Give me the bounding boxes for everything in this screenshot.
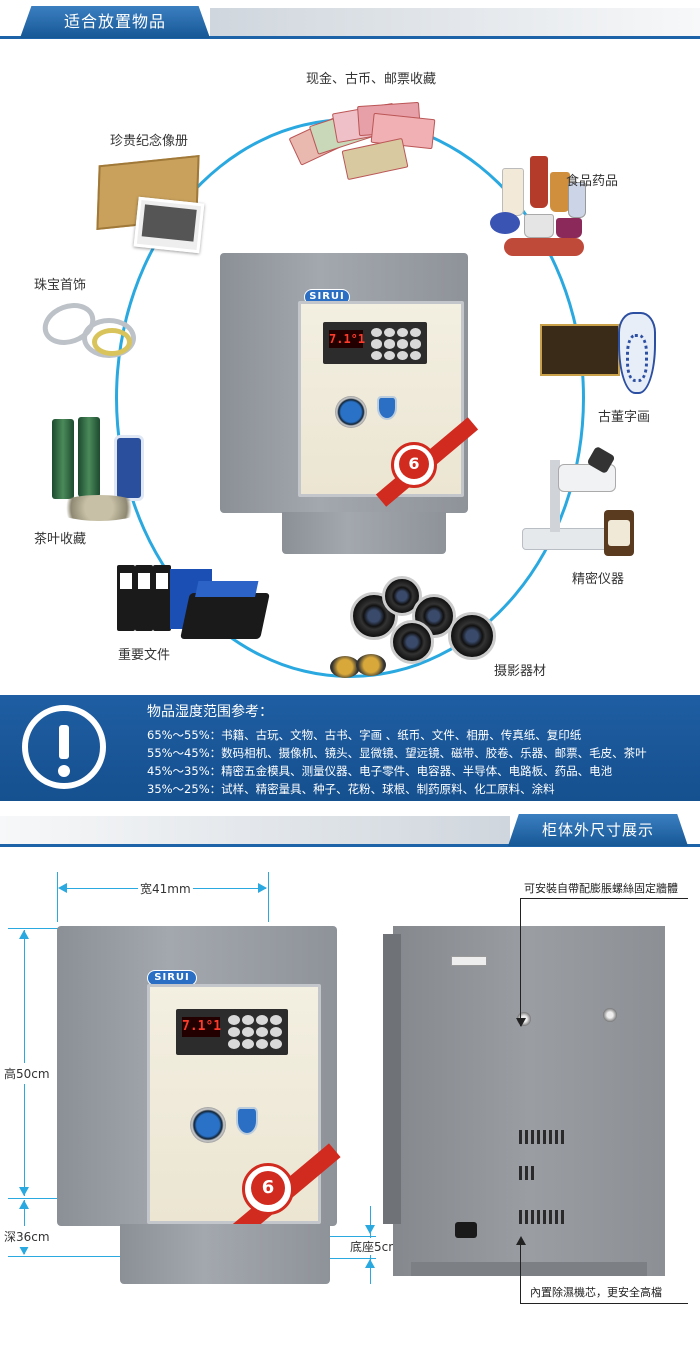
lcd-display: 7.1°1 xyxy=(329,330,366,348)
mount-bolt-icon xyxy=(603,1008,617,1022)
arrow-up-icon xyxy=(19,1200,29,1209)
depth-label: 深36cm xyxy=(4,1226,50,1247)
arrow-down-icon xyxy=(19,1187,29,1196)
header-gradient-bar xyxy=(210,8,700,36)
arrow-up-icon xyxy=(516,1236,526,1245)
base-guide-top xyxy=(330,1236,376,1237)
safe-side xyxy=(383,934,401,1224)
safe-front-center: SIRUI 7.1°1 6 xyxy=(220,253,479,513)
warning-exclamation-icon xyxy=(22,705,106,789)
camera-lens-icon xyxy=(330,572,505,682)
humidity-row: 35%～25%：试样、精密量具、种子、花粉、球根、制药原料、化工原料、涂料 xyxy=(147,782,555,796)
note-leader-vertical xyxy=(520,898,521,1026)
vent-icon xyxy=(519,1166,534,1180)
item-label-album: 珍贵纪念像册 xyxy=(110,134,189,149)
safe-front-dimension: SIRUI 7.1°1 6 xyxy=(57,926,341,1241)
shield-icon xyxy=(236,1107,258,1135)
dial-knob-icon[interactable] xyxy=(190,1107,226,1143)
safe-door: 7.1°1 6 xyxy=(298,301,479,507)
header-divider xyxy=(0,36,700,39)
base-label: 底座5cm xyxy=(350,1238,400,1255)
control-panel: 7.1°1 xyxy=(176,1009,288,1055)
arrow-down-icon xyxy=(19,1246,29,1255)
vent-icon xyxy=(519,1130,564,1144)
money-icon xyxy=(282,94,436,184)
antique-vase-icon xyxy=(540,310,658,400)
note-wall-mount: 可安裝自帶配膨脹螺絲固定牆體 xyxy=(524,882,678,895)
note-leader-top xyxy=(520,898,688,899)
power-socket-icon xyxy=(455,1222,477,1238)
tea-can-icon xyxy=(50,415,150,525)
item-label-antique: 古董字画 xyxy=(598,410,651,425)
humidity-row: 65%～55%：书籍、古玩、文物、古书、字画 、纸币、文件、相册、传真纸、复印纸 xyxy=(147,728,582,742)
height-label: 高50cm xyxy=(4,1063,50,1084)
item-label-instrument: 精密仪器 xyxy=(572,572,625,587)
item-label-tea: 茶叶收藏 xyxy=(34,532,87,547)
header-divider xyxy=(0,844,700,847)
section-title-suitable-items: 适合放置物品 xyxy=(20,6,210,38)
section-header-suitable-items: 适合放置物品 xyxy=(0,0,700,42)
item-label-camera: 摄影器材 xyxy=(494,664,547,679)
safe-door: 7.1°1 6 xyxy=(147,984,341,1241)
header-gradient-bar xyxy=(0,816,510,844)
shield-icon xyxy=(377,396,397,420)
arrow-left-icon xyxy=(58,883,67,893)
width-guide-right xyxy=(268,872,269,922)
humidity-title: 物品湿度范围参考： xyxy=(147,704,273,720)
safe-base xyxy=(411,1262,647,1276)
keypad[interactable] xyxy=(228,1015,282,1049)
vent-icon xyxy=(519,1210,564,1224)
width-guide-left xyxy=(57,872,58,922)
warranty-badge: 6 xyxy=(242,1163,294,1215)
ring-icon xyxy=(36,290,138,370)
arrow-down-icon xyxy=(365,1225,375,1234)
safe-base xyxy=(282,512,446,554)
arrow-up-icon xyxy=(19,930,29,939)
section-title-dimensions: 柜体外尺寸展示 xyxy=(508,814,688,846)
arrow-down-icon xyxy=(516,1018,526,1027)
lcd-display: 7.1°1 xyxy=(182,1017,221,1037)
width-label: 宽41mm xyxy=(138,880,193,897)
base-guide-bottom xyxy=(330,1258,376,1259)
arrow-right-icon xyxy=(258,883,267,893)
humidity-row: 55%～45%：数码相机、摄像机、镜头、显微镜、望远镜、磁带、胶卷、乐器、邮票、… xyxy=(147,746,647,760)
arrow-up-icon xyxy=(365,1259,375,1268)
safe-back-view xyxy=(383,926,665,1276)
humidity-row: 45%～35%：精密五金模具、测量仪器、电子零件、电容器、半导体、电路板、药品、… xyxy=(147,764,613,778)
safe-base xyxy=(120,1224,330,1284)
serial-label xyxy=(451,956,487,966)
file-folder-icon xyxy=(115,565,270,640)
depth-guide xyxy=(8,1256,120,1257)
height-guide-top xyxy=(8,928,58,929)
keypad[interactable] xyxy=(371,328,421,360)
item-label-documents: 重要文件 xyxy=(118,648,171,663)
photo-album-icon xyxy=(96,154,208,255)
section-header-dimensions: 柜体外尺寸展示 xyxy=(0,810,700,850)
item-label-jewelry: 珠宝首饰 xyxy=(34,278,87,293)
item-label-money: 现金、古币、邮票收藏 xyxy=(306,72,437,87)
note-box xyxy=(520,1268,688,1304)
note-dehumidifier: 內置除濕機芯，更安全高檔 xyxy=(530,1286,662,1299)
medicine-bottles-icon xyxy=(484,152,594,267)
dial-knob-icon[interactable] xyxy=(335,396,367,428)
item-label-food: 食品药品 xyxy=(566,174,619,189)
control-panel: 7.1°1 xyxy=(323,322,427,364)
humidity-reference-banner: 物品湿度范围参考： 65%～55%：书籍、古玩、文物、古书、字画 、纸币、文件、… xyxy=(0,695,700,801)
microscope-icon xyxy=(520,445,645,560)
warranty-badge: 6 xyxy=(391,442,437,488)
